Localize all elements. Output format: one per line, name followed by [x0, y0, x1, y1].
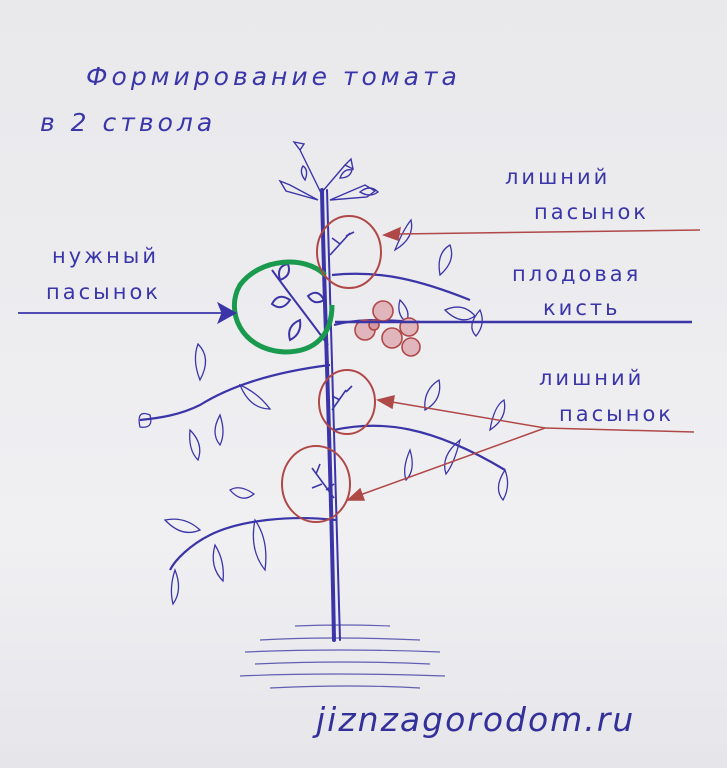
extra-sideshoot-top-label-line2: пасынок [534, 200, 649, 224]
needed-sideshoot-branch [270, 262, 329, 346]
extra-sideshoot-sprouts [311, 231, 355, 499]
left-leaves [138, 342, 272, 606]
diagram-title: Формирование томата [86, 62, 461, 91]
extra-sideshoot-lower-label-line1: лишний [539, 366, 645, 390]
main-stem [320, 188, 341, 642]
right-leaves [393, 218, 509, 502]
extra-sideshoot-top-label-line1: лишний [505, 165, 611, 189]
needed-sideshoot-circle [231, 259, 335, 355]
needed-sideshoot-arrow [18, 301, 238, 325]
fruit-cluster [354, 300, 421, 357]
needed-sideshoot-label-line2: пасынок [46, 280, 161, 304]
needed-sideshoot-label-line1: нужный [52, 244, 160, 268]
fruit-cluster-label-line2: кисть [543, 296, 621, 320]
extra-sideshoot-arrows [346, 226, 701, 501]
soil-lines [239, 624, 446, 689]
extra-sideshoot-circles [281, 215, 382, 523]
website-watermark: jiznzagorodom.ru [316, 700, 636, 739]
top-leaves [278, 140, 380, 201]
diagram-subtitle: в 2 ствола [40, 108, 217, 137]
fruit-cluster-label-line1: плодовая [512, 262, 642, 286]
extra-sideshoot-lower-label-line2: пасынок [559, 402, 674, 426]
left-branches [139, 363, 337, 571]
